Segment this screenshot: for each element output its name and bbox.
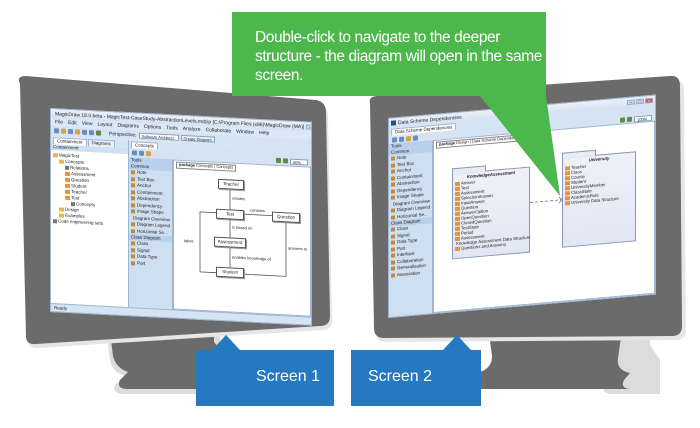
screen-2-label: Screen 2 xyxy=(351,350,481,406)
screen-1-label: Screen 1 xyxy=(196,350,334,406)
edge-contains xyxy=(244,213,272,217)
instruction-callout: Double-click to navigate to the deeper s… xyxy=(232,12,546,96)
dependency-line xyxy=(530,199,562,203)
workspace: Containment Diagrams Containment MagicTe… xyxy=(51,136,311,317)
diagram-edges xyxy=(199,189,287,277)
diagram-canvas[interactable]: package Concepts | Concepts Tea xyxy=(173,159,311,317)
screen-2-window: Data Scheme Dependencies – □ × Data Sche… xyxy=(388,94,656,318)
screen1-notch xyxy=(212,335,240,350)
edge-answers xyxy=(244,222,287,277)
diagram-canvas[interactable]: package Design | Data Scheme Dependencie… xyxy=(433,120,655,314)
edge-takes xyxy=(199,211,216,274)
screen2-notch xyxy=(443,335,471,350)
screen-1-window: MagicDraw 18.0 beta - MagicTest-CaseStud… xyxy=(50,108,312,326)
